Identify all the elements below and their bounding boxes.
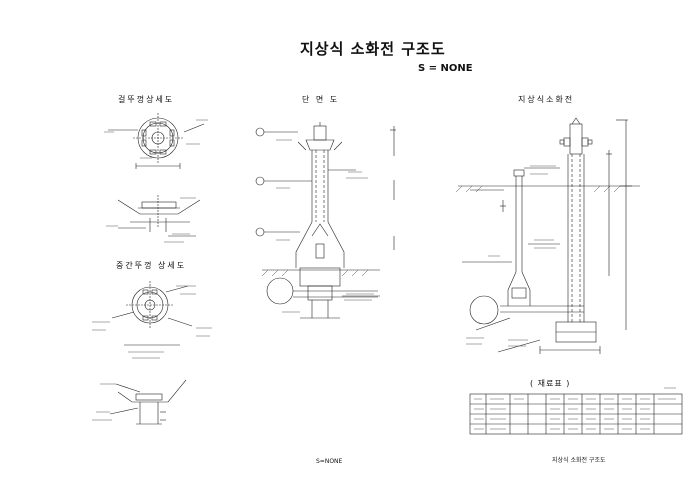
material-table-title: ( 재료표 ) (530, 379, 571, 388)
footer-scale: S=NONE (316, 458, 343, 465)
drawing-scale: S = NONE (418, 63, 473, 74)
section-title-middle-detail: 중간뚜껑 상세도 (116, 261, 187, 270)
annotation-marks (92, 119, 676, 430)
section-title-hydrant: 지상식소화전 (518, 95, 575, 104)
middle-lid-plan (111, 281, 193, 346)
section-title-cross-section: 단 면 도 (302, 95, 340, 104)
footer-title: 지상식 소화전 구조도 (552, 457, 606, 464)
upper-lid-section (117, 195, 201, 237)
section-title-upper-detail: 걸뚜껑상세도 (118, 95, 175, 104)
hydrant-drawing (455, 117, 640, 354)
upper-lid-plan (108, 113, 205, 169)
middle-lid-section (109, 379, 187, 425)
drawing-title: 지상식 소화전 구조도 (300, 40, 446, 58)
cross-section-drawing (255, 122, 396, 319)
material-table (469, 393, 683, 435)
